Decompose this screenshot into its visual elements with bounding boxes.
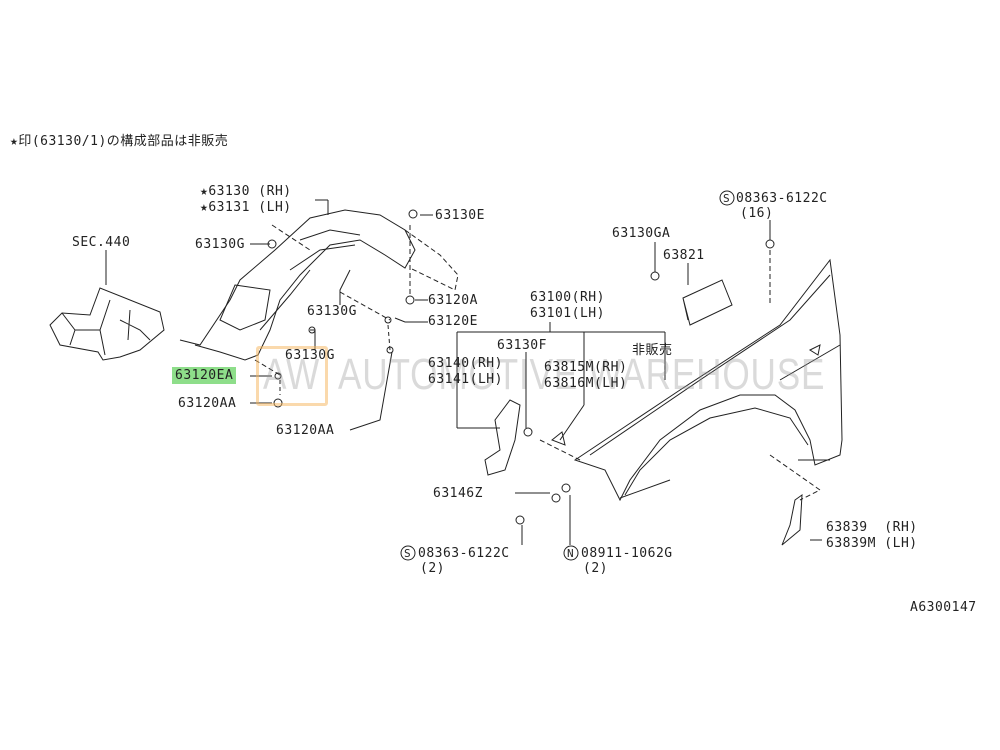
- highlighted-part-label[interactable]: 63120EA: [172, 367, 237, 384]
- part-label[interactable]: 63130G: [195, 237, 245, 252]
- part-label[interactable]: 63101(LH): [530, 306, 605, 321]
- quantity-label: (2): [420, 561, 445, 576]
- part-label[interactable]: 63816M(LH): [544, 376, 628, 391]
- s-mark: S: [723, 192, 731, 205]
- part-label[interactable]: 63120AA: [276, 423, 335, 438]
- bracket-63140: [484, 399, 521, 476]
- s-mark: S: [404, 547, 412, 560]
- part-label[interactable]: 63130G: [285, 348, 335, 363]
- sec440-part: [49, 250, 165, 361]
- part-label[interactable]: 63130GA: [612, 226, 671, 241]
- watermark-logo: AW: [263, 350, 320, 399]
- quantity-label: (16): [740, 206, 774, 221]
- n-mark: N: [567, 547, 575, 560]
- part-label[interactable]: ★63130 (RH): [200, 184, 292, 199]
- part-label[interactable]: 63130F: [497, 338, 547, 353]
- part-label[interactable]: SEC.440: [72, 235, 131, 250]
- part-label[interactable]: 08363-6122C: [736, 191, 828, 206]
- part-label[interactable]: 08363-6122C: [418, 546, 510, 561]
- pad-63821: [682, 279, 733, 326]
- part-label[interactable]: 63100(RH): [530, 290, 605, 305]
- seal-63815m: [551, 431, 566, 446]
- part-label[interactable]: 63146Z: [433, 486, 483, 501]
- leader-lines: [456, 220, 822, 545]
- part-label[interactable]: 63120A: [428, 293, 478, 308]
- part-label[interactable]: 63140(RH): [428, 356, 503, 371]
- not-sold-label: 非販売: [632, 343, 673, 358]
- part-label[interactable]: 63130E: [435, 208, 485, 223]
- part-label[interactable]: 63120AA: [178, 396, 237, 411]
- quantity-label: (2): [583, 561, 608, 576]
- diagram-id: A6300147: [910, 600, 977, 615]
- part-label[interactable]: 63815M(RH): [544, 360, 628, 375]
- watermark-logo-box: [256, 346, 328, 406]
- part-label[interactable]: 63141(LH): [428, 372, 503, 387]
- watermark-text: AUTOMOTIVE WAREHOUSE: [338, 350, 826, 399]
- part-label[interactable]: 63821: [663, 248, 705, 263]
- part-label[interactable]: 63120E: [428, 314, 478, 329]
- fender-part: [573, 258, 843, 546]
- part-label[interactable]: 63130G: [307, 304, 357, 319]
- part-label[interactable]: ★63131 (LH): [200, 200, 292, 215]
- fasteners: [267, 209, 775, 525]
- part-label[interactable]: 08911-1062G: [581, 546, 673, 561]
- part-label[interactable]: 63839 (RH): [826, 520, 918, 535]
- part-label[interactable]: 63839M (LH): [826, 536, 918, 551]
- header-note: ★印(63130/1)の構成部品は非販売: [10, 134, 229, 149]
